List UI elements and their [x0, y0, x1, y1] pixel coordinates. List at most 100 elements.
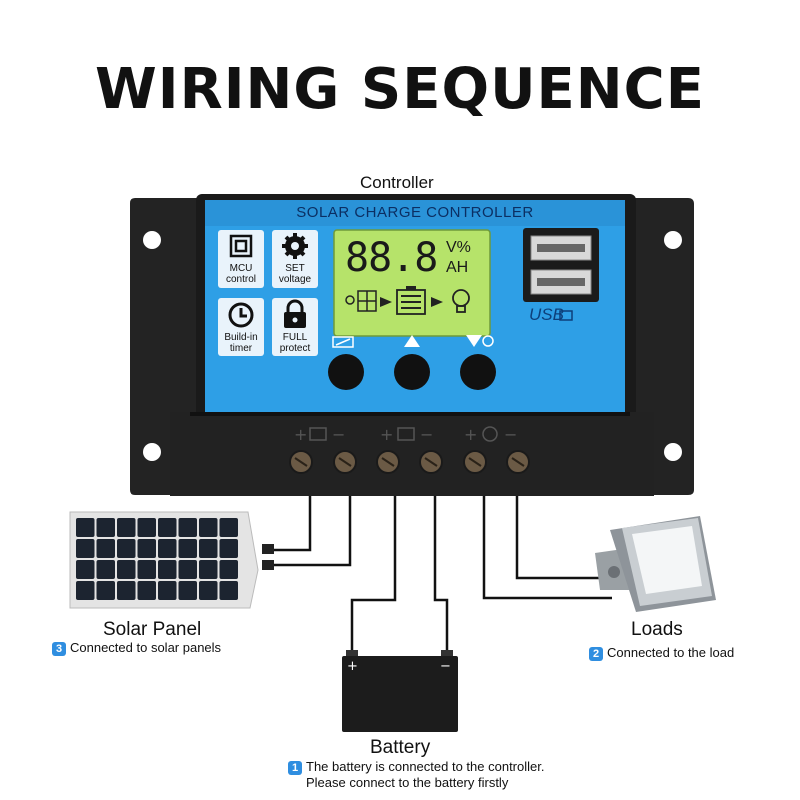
solar-panel-note: 3 Connected to solar panels	[52, 640, 221, 656]
usb-ports	[523, 228, 599, 321]
page-title: WIRING SEQUENCE	[94, 57, 706, 122]
svg-text:+: +	[294, 425, 307, 444]
lcd-digits: 88.8	[345, 235, 438, 281]
wire-solar-negative	[262, 490, 352, 567]
battery: + −	[342, 650, 458, 732]
bracket-bolt	[608, 566, 620, 578]
loads-label: Loads	[631, 619, 683, 640]
floodlight-lens	[632, 526, 702, 594]
mounting-hole	[664, 443, 682, 461]
solar-cell	[137, 560, 156, 579]
svg-text:−: −	[504, 425, 517, 444]
step-badge: 3	[52, 642, 66, 656]
battery-icon	[397, 427, 415, 441]
step-badge: 1	[288, 761, 302, 775]
lock-icon	[284, 299, 306, 328]
up-button[interactable]	[394, 354, 430, 390]
solar-cell	[76, 581, 95, 600]
solar-cell	[96, 539, 115, 558]
battery-plus-sign: +	[347, 659, 358, 674]
mounting-hole	[143, 231, 161, 249]
menu-button[interactable]	[328, 354, 364, 390]
feature-set-label: SET voltage	[272, 263, 318, 285]
solar-cell	[137, 539, 156, 558]
solar-cell	[137, 581, 156, 600]
wire-battery-negative	[433, 490, 449, 650]
solar-cell	[76, 539, 95, 558]
solar-panel-icon	[309, 427, 327, 441]
feature-tile-mcu	[218, 230, 264, 288]
usb-port-tongue	[537, 244, 585, 252]
bulb-icon	[482, 335, 494, 347]
step-badge: 2	[589, 647, 603, 661]
battery-note-line2: Please connect to the battery firstly	[306, 775, 509, 791]
mounting-hole	[664, 231, 682, 249]
solar-cell	[199, 581, 218, 600]
wire-load-positive	[482, 490, 612, 600]
floodlight-load	[595, 516, 716, 612]
solar-cell	[117, 518, 136, 537]
solar-cell	[178, 581, 197, 600]
solar-cell	[219, 518, 238, 537]
solar-cell	[178, 560, 197, 579]
controller-label: Controller	[360, 173, 434, 192]
terminal-symbols: +− +− +−	[294, 425, 517, 444]
sun-panel-icon	[345, 290, 377, 312]
usb-port-tongue	[537, 278, 585, 286]
feature-protect-line1: FULL	[282, 332, 308, 343]
usb-battery-icon	[559, 310, 573, 321]
feature-mcu-label: MCU control	[218, 263, 264, 285]
wires	[262, 490, 612, 650]
solar-cell	[76, 560, 95, 579]
solar-cell	[96, 518, 115, 537]
down-arrow-icon	[466, 335, 482, 347]
arrow-icon	[431, 297, 443, 307]
battery-icon	[332, 336, 354, 348]
gear-icon	[282, 233, 308, 259]
solar-cell	[178, 518, 197, 537]
lcd-units-bottom: AH	[446, 259, 469, 276]
solar-cell	[219, 560, 238, 579]
solar-cell	[219, 581, 238, 600]
battery-body	[342, 656, 458, 732]
solar-cell	[117, 539, 136, 558]
feature-protect-line2: protect	[279, 343, 311, 354]
battery-minus-sign: −	[440, 659, 451, 674]
feature-mcu-line2: control	[225, 274, 256, 285]
svg-text:+: +	[380, 425, 393, 444]
svg-text:−: −	[420, 425, 433, 444]
solar-cell	[219, 539, 238, 558]
controller-panel-title: SOLAR CHARGE CONTROLLER	[296, 204, 534, 221]
controller: +− +− +−	[130, 194, 694, 496]
feature-timer-label: Build-in timer	[218, 332, 264, 354]
down-button[interactable]	[460, 354, 496, 390]
battery-terminal-positive	[346, 650, 358, 658]
feature-mcu-line1: MCU	[229, 263, 253, 274]
chip-icon	[229, 234, 253, 258]
solar-cell	[137, 518, 156, 537]
bulb-icon	[452, 289, 470, 313]
solar-cells	[76, 518, 238, 600]
solar-cell	[117, 560, 136, 579]
solar-panel-label: Solar Panel	[103, 619, 202, 640]
solar-cell	[158, 560, 177, 579]
lcd-units-top: V%	[446, 239, 471, 256]
solar-cell	[158, 518, 177, 537]
solar-panel-note-text: Connected to solar panels	[70, 640, 222, 655]
solar-cell	[96, 560, 115, 579]
feature-timer-line2: timer	[229, 343, 253, 354]
wire-load-negative	[515, 490, 612, 580]
solar-panel	[69, 511, 274, 609]
wire-battery-positive	[350, 490, 397, 650]
solar-connector	[262, 560, 274, 570]
battery-label: Battery	[370, 737, 431, 758]
battery-note-line1: The battery is connected to the controll…	[306, 759, 545, 774]
battery-note: 1 The battery is connected to the control…	[288, 759, 544, 792]
feature-set-line2: voltage	[278, 274, 312, 285]
usb-label: USB	[529, 305, 564, 324]
svg-text:+: +	[464, 425, 477, 444]
solar-cell	[199, 539, 218, 558]
